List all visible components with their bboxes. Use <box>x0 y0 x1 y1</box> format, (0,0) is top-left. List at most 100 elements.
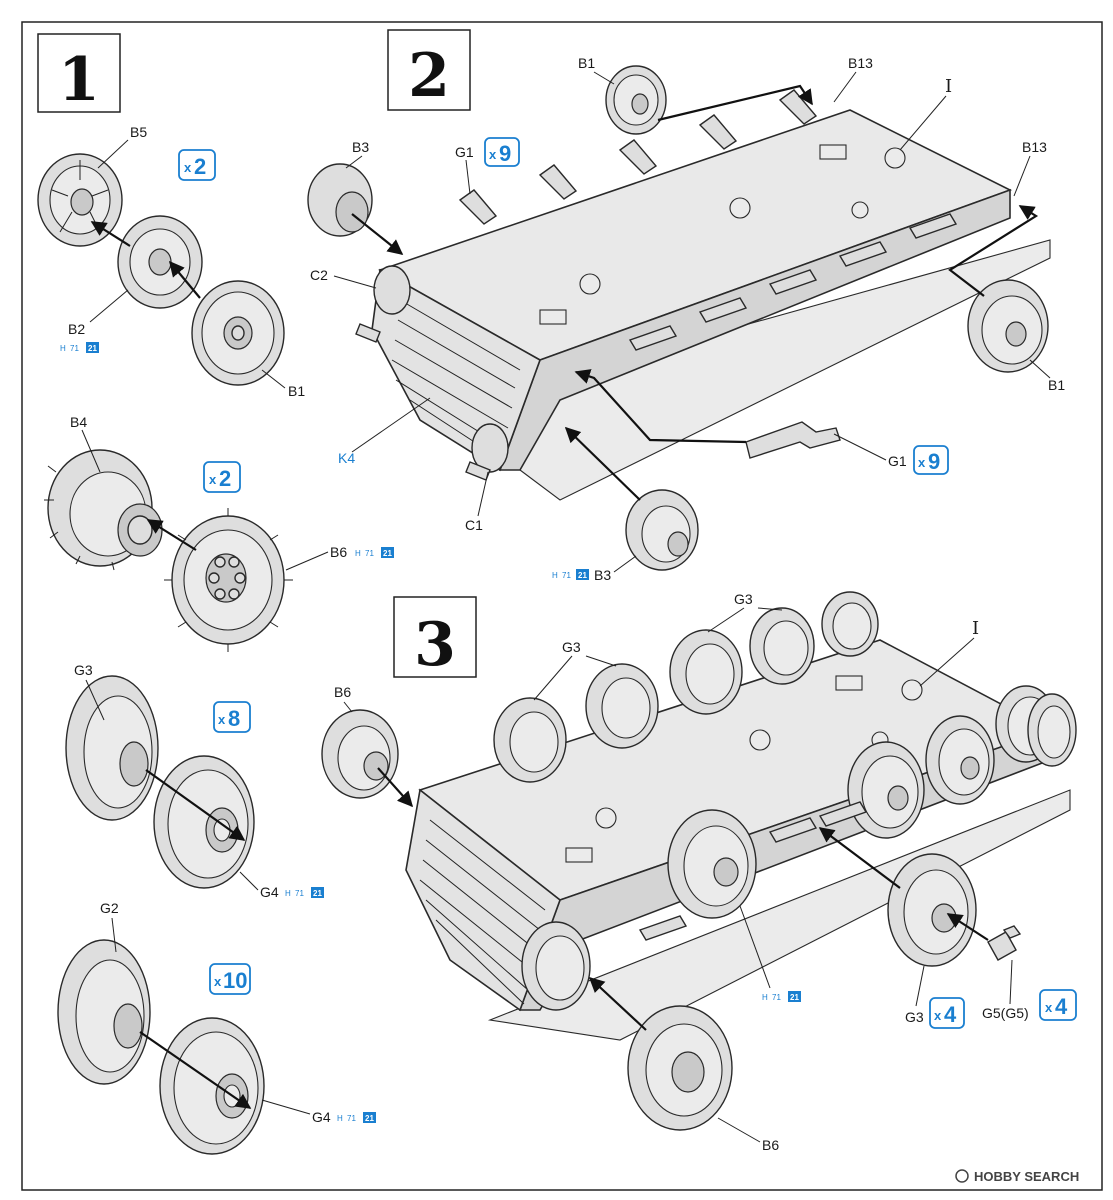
part-g1-arm-loose <box>745 421 841 459</box>
svg-text:9: 9 <box>499 141 511 166</box>
svg-text:71: 71 <box>347 1114 356 1123</box>
svg-text:x: x <box>918 455 926 470</box>
label-s2-b1-top: B1 <box>578 55 595 71</box>
paint-code-s3-wheel: H 71 21 <box>762 991 801 1002</box>
label-g3: G3 <box>74 662 93 678</box>
label-s2-b13-top: B13 <box>848 55 873 71</box>
svg-text:x: x <box>209 472 217 487</box>
step-3-box: 3 <box>393 596 477 680</box>
s3-near-wheel-3 <box>925 715 995 805</box>
label-s3-b6-bottom: B6 <box>762 1137 779 1153</box>
part-g2-wheel <box>57 939 151 1085</box>
watermark-text: HOBBY SEARCH <box>974 1169 1079 1184</box>
qty-badge-g2-group: x 10 <box>209 963 251 995</box>
label-g4-b: G4 <box>312 1109 331 1125</box>
svg-text:x: x <box>218 712 226 727</box>
svg-text:H: H <box>60 344 66 353</box>
svg-text:x: x <box>1045 1000 1053 1015</box>
watermark: HOBBY SEARCH <box>955 1169 1079 1184</box>
s3-near-wheel-2 <box>847 741 925 839</box>
paint-code-b6: H 71 21 <box>355 547 394 558</box>
step-3-number: 3 <box>414 610 456 680</box>
svg-text:x: x <box>214 974 222 989</box>
arrow-g5-to-g3 <box>946 913 989 941</box>
arrow-b3-bottom-to-hull <box>564 426 641 501</box>
qty-badge-g3-group: x 8 <box>213 701 251 733</box>
svg-text:2: 2 <box>219 466 231 491</box>
label-s2-b13-right: B13 <box>1022 139 1047 155</box>
part-b2-hub <box>117 215 203 309</box>
svg-text:H: H <box>762 993 768 1002</box>
svg-text:21: 21 <box>313 889 322 898</box>
part-b6-loose-left <box>321 709 399 799</box>
svg-text:x: x <box>934 1008 942 1023</box>
page-frame <box>21 21 1103 1191</box>
label-s2-i: I <box>945 76 952 97</box>
label-s3-g3-bottom: G3 <box>905 1009 924 1025</box>
part-b4-sprocket-hub <box>44 449 163 571</box>
part-b1-wheel-right <box>967 279 1049 373</box>
svg-text:21: 21 <box>578 571 587 580</box>
step-2-box: 2 <box>387 29 471 111</box>
qty-badge-s3-g5: x 4 <box>1039 989 1077 1021</box>
svg-text:71: 71 <box>295 889 304 898</box>
s3-far-wheel-3 <box>669 629 743 715</box>
paint-code-g4-a: H 71 21 <box>285 887 324 898</box>
svg-text:71: 71 <box>562 571 571 580</box>
arrow-b6-left-to-hull <box>377 767 414 808</box>
arrow-b1-to-b2 <box>169 260 201 299</box>
label-s2-g1-bottom: G1 <box>888 453 907 469</box>
label-s3-i: I <box>972 618 979 639</box>
arrow-g1-to-hull <box>574 369 747 444</box>
arrow-b6-bottom-to-hull <box>588 976 647 1031</box>
s3-near-wheel-1 <box>667 809 757 919</box>
label-s2-b1-right: B1 <box>1048 377 1065 393</box>
label-b5: B5 <box>130 124 147 140</box>
qty-badge-b5-group: x 2 <box>178 149 216 181</box>
svg-text:10: 10 <box>223 968 247 993</box>
part-g5-pin <box>987 925 1022 961</box>
svg-text:H: H <box>552 571 558 580</box>
arrow-b3-to-hull <box>351 213 404 255</box>
label-s2-b3-top: B3 <box>352 139 369 155</box>
label-s3-g5: G5(G5) <box>982 1005 1029 1021</box>
s3-idler-wheel <box>1027 693 1077 767</box>
label-b4: B4 <box>70 414 87 430</box>
step-2-number: 2 <box>408 41 450 111</box>
label-b6: B6 <box>330 544 347 560</box>
qty-badge-b4-group: x 2 <box>203 461 241 493</box>
svg-text:H: H <box>285 889 291 898</box>
part-g3-wheel <box>65 675 159 821</box>
step-1-number: 1 <box>58 45 100 115</box>
paint-code-b2: H 71 21 <box>60 342 99 353</box>
svg-text:x: x <box>184 160 192 175</box>
label-s3-b6-left: B6 <box>334 684 351 700</box>
svg-text:21: 21 <box>365 1114 374 1123</box>
svg-text:4: 4 <box>1055 994 1068 1019</box>
label-g4-a: G4 <box>260 884 279 900</box>
svg-text:21: 21 <box>790 993 799 1002</box>
s3-sprocket-mounted <box>521 921 591 1011</box>
label-s2-c2: C2 <box>310 267 328 283</box>
arrow-g3-to-g4 <box>145 769 246 841</box>
part-b1-disc <box>191 280 285 386</box>
label-s2-b3-bottom: B3 <box>594 567 611 583</box>
svg-text:71: 71 <box>772 993 781 1002</box>
svg-text:9: 9 <box>928 449 940 474</box>
arrow-g2-to-g4 <box>139 1031 252 1109</box>
arrow-b1-top-to-hull <box>657 84 813 122</box>
svg-text:8: 8 <box>228 706 240 731</box>
part-b6-sprocket-ring <box>164 508 293 652</box>
part-b3-hub-bottom <box>625 489 699 571</box>
arrow-b1-right-to-hull <box>948 205 1039 297</box>
label-s2-c1: C1 <box>465 517 483 533</box>
paint-code-s2-b3: H 71 21 <box>552 569 589 580</box>
svg-text:71: 71 <box>70 344 79 353</box>
step-1-box: 1 <box>37 33 121 115</box>
label-s2-k4: K4 <box>338 450 355 466</box>
svg-text:21: 21 <box>88 344 97 353</box>
s3-far-wheel-5 <box>821 591 879 657</box>
label-g2: G2 <box>100 900 119 916</box>
label-b1: B1 <box>288 383 305 399</box>
